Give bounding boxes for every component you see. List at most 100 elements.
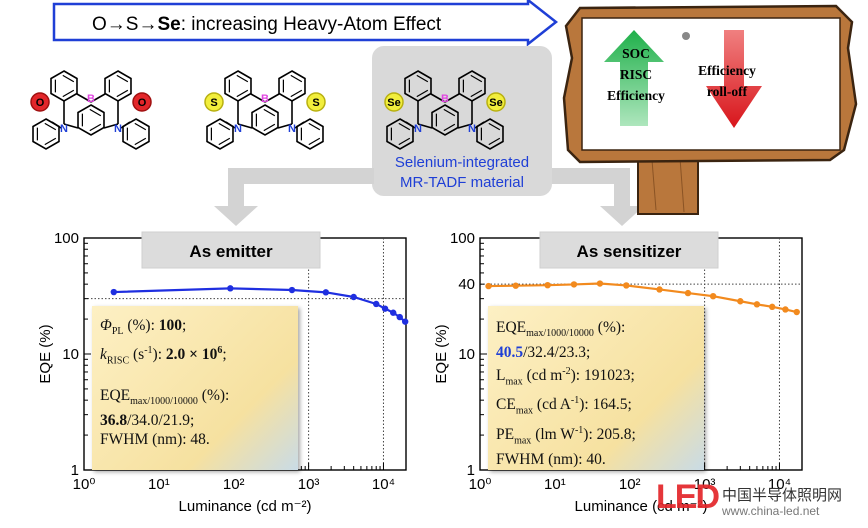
x-axis-label: Luminance (cd m⁻²) xyxy=(575,498,708,515)
data-point xyxy=(753,301,761,308)
wooden-sign: SOC RISC Efficiency Efficiency roll-off xyxy=(562,4,858,215)
sensitizer-info-box: EQEmax/1000/10000 (%): 40.5/32.4/23.3; L… xyxy=(488,306,704,470)
y-axis-label: EQE (%) xyxy=(433,324,450,383)
sensitizer-eqe-values: 40.5/32.4/23.3; xyxy=(496,344,591,362)
double-bond xyxy=(62,89,75,98)
boron-atom-label: B xyxy=(441,93,449,105)
data-point xyxy=(769,303,776,311)
benzene-ring xyxy=(431,104,459,136)
krisc-row: kRISC (s-1): 2.0 × 106; xyxy=(100,345,227,367)
watermark-url: www.china-led.net xyxy=(722,504,820,518)
double-bond xyxy=(308,122,321,131)
bond xyxy=(457,123,473,129)
x-tick-label: 10⁰ xyxy=(469,476,492,493)
bond xyxy=(225,121,236,129)
double-bond xyxy=(134,137,147,146)
sensitizer-tab: As sensitizer xyxy=(539,231,719,269)
x-tick-label: 10³ xyxy=(298,476,320,493)
bond xyxy=(430,93,446,103)
heteroatom-highlight xyxy=(30,92,50,112)
x-tick-label: 10⁴ xyxy=(768,476,791,493)
double-bond xyxy=(263,108,276,117)
double-bond xyxy=(290,74,303,83)
data-point xyxy=(512,282,519,289)
watermark: LED 中国半导体照明网 www.china-led.net xyxy=(656,478,862,526)
emitter-eqe-values: 36.8/34.0/21.9; xyxy=(100,412,195,430)
emitter-tab-label: As emitter xyxy=(189,242,273,261)
data-point xyxy=(737,298,744,305)
x-tick-label: 10⁰ xyxy=(73,476,96,493)
double-bond xyxy=(116,74,129,83)
watermark-logo: LED xyxy=(656,478,720,516)
bond xyxy=(237,123,253,129)
data-point xyxy=(623,282,630,289)
data-point xyxy=(570,281,578,288)
data-point xyxy=(350,293,357,301)
double-bond xyxy=(236,74,249,83)
double-bond xyxy=(89,123,102,132)
data-point xyxy=(401,318,409,325)
y-axis-label: EQE (%) xyxy=(37,324,54,383)
double-bond xyxy=(89,108,102,117)
oxygen-molecule: B N N O O xyxy=(30,70,152,150)
y-tick-label: 1 xyxy=(71,462,79,479)
heteroatom-label: Se xyxy=(387,97,400,109)
data-point xyxy=(485,282,492,290)
nitrogen-atom-label: N xyxy=(60,123,68,135)
x-tick-label: 10² xyxy=(223,476,245,493)
double-bond xyxy=(308,137,321,146)
x-tick-label: 10¹ xyxy=(544,476,566,493)
double-bond xyxy=(218,122,231,131)
heteroatom-highlight xyxy=(306,92,326,112)
heavy-atom-arrow-label: O→S→Se: increasing Heavy-Atom Effect xyxy=(92,14,442,35)
data-point xyxy=(110,288,117,296)
heteroatom-highlight xyxy=(132,92,152,112)
double-bond xyxy=(488,137,501,146)
sign-up-line-3: Efficiency xyxy=(607,88,665,103)
data-point xyxy=(656,286,663,293)
split-arrows xyxy=(214,168,644,226)
emitter-info-box: ΦPL (%): 100; kRISC (s-1): 2.0 × 106; EQ… xyxy=(92,306,298,470)
bond xyxy=(294,121,305,129)
double-bond xyxy=(44,122,57,131)
bond xyxy=(474,121,485,129)
double-bond xyxy=(443,108,456,117)
x-tick-label: 10³ xyxy=(694,476,716,493)
watermark-cn: 中国半导体照明网 xyxy=(722,487,843,504)
plqy-row: ΦPL (%): 100; xyxy=(100,317,187,338)
bond xyxy=(444,93,460,103)
heteroatom-label: S xyxy=(210,97,217,109)
y-tick-label: 1 xyxy=(467,462,475,479)
data-point xyxy=(227,285,234,292)
boron-atom-label: B xyxy=(87,93,95,105)
double-bond xyxy=(470,74,483,83)
data-point xyxy=(782,306,789,313)
emitter-tab: As emitter xyxy=(141,231,321,269)
bond xyxy=(90,93,106,103)
bond xyxy=(51,121,62,129)
nitrogen-atom-label: N xyxy=(114,123,122,135)
ce-row: CEmax (cd A-1): 164.5; xyxy=(496,395,632,417)
data-point xyxy=(709,292,717,300)
heavy-atom-arrow: O→S→Se: increasing Heavy-Atom Effect xyxy=(52,0,559,47)
bond xyxy=(277,123,293,129)
double-bond xyxy=(263,123,276,132)
y-tick-label: 100 xyxy=(54,230,79,247)
x-tick-label: 10² xyxy=(619,476,641,493)
double-bond xyxy=(398,122,411,131)
y-tick-label: 10 xyxy=(458,346,475,363)
sensitizer-fwhm: FWHM (nm): 40. xyxy=(496,450,606,468)
heteroatom-label: O xyxy=(138,97,147,109)
double-bond xyxy=(290,89,303,98)
sign-up-line-1: SOC xyxy=(622,46,650,61)
nitrogen-atom-label: N xyxy=(234,123,242,135)
benzene-ring xyxy=(77,104,105,136)
bond xyxy=(76,93,92,103)
double-bond xyxy=(416,89,429,98)
x-axis-label: Luminance (cd m⁻²) xyxy=(179,498,312,515)
double-bond xyxy=(62,74,75,83)
heteroatom-label: O xyxy=(36,97,45,109)
benzene-ring xyxy=(251,104,279,136)
data-point xyxy=(596,280,604,287)
